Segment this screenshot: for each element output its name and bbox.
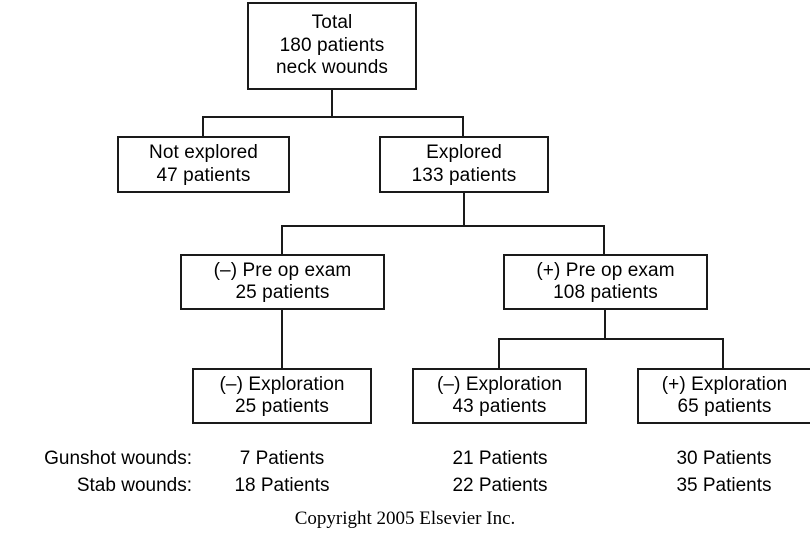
connector-level3-bar — [498, 338, 724, 340]
node-neg-expl-25-line1: (–) Exploration — [219, 373, 345, 395]
node-neg-expl-43-line2: 43 patients — [452, 396, 547, 417]
node-pos-preop-line1: (+) Pre op exam — [536, 259, 675, 281]
node-neg-preop-line1: (–) Pre op exam — [213, 259, 352, 281]
connector-neg-expl-43-drop — [498, 338, 500, 368]
node-not-explored-line1: Not explored — [149, 142, 258, 164]
cell-stab-pos-expl-65: 35 Patients — [676, 475, 772, 496]
connector-total-stem — [331, 90, 333, 117]
connector-level1-bar — [202, 116, 464, 118]
node-neg-preop-exam: (–) Pre op exam 25 patients — [180, 254, 385, 310]
table-row-gunshot: Gunshot wounds: 7 Patients 21 Patients 3… — [0, 448, 810, 475]
node-neg-exploration-25: (–) Exploration 25 patients — [192, 368, 372, 424]
node-not-explored: Not explored 47 patients — [117, 136, 290, 193]
cell-gunshot-neg-expl-25: 7 Patients — [239, 448, 325, 469]
node-neg-preop-line2: 25 patients — [235, 282, 330, 303]
node-neg-expl-25-line2: 25 patients — [234, 396, 330, 417]
row-label-stab: Stab wounds: — [76, 475, 192, 496]
cell-stab-neg-expl-25: 18 Patients — [234, 475, 330, 496]
node-pos-preop-line2: 108 patients — [553, 282, 658, 303]
copyright-notice: Copyright 2005 Elsevier Inc. — [294, 508, 516, 529]
cell-stab-neg-expl-43: 22 Patients — [452, 475, 548, 496]
node-neg-expl-43-line1: (–) Exploration — [436, 373, 563, 395]
node-pos-expl-65-line1: (+) Exploration — [661, 373, 788, 395]
node-total: Total 180 patients neck wounds — [247, 2, 417, 90]
connector-explored-stem — [463, 193, 465, 226]
node-total-line2: 180 patients — [279, 34, 385, 56]
node-not-explored-line2: 47 patients — [156, 164, 251, 186]
connector-not-explored-drop — [202, 116, 204, 137]
row-label-gunshot: Gunshot wounds: — [44, 448, 192, 469]
node-explored: Explored 133 patients — [379, 136, 549, 193]
summary-table: Gunshot wounds: 7 Patients 21 Patients 3… — [0, 448, 810, 502]
node-pos-expl-65-line2: 65 patients — [677, 396, 772, 417]
node-explored-line1: Explored — [426, 142, 502, 164]
node-total-line1: Total — [311, 12, 353, 34]
connector-pos-preop-stem — [604, 310, 606, 339]
connector-neg-preop-drop — [281, 225, 283, 254]
cell-gunshot-neg-expl-43: 21 Patients — [452, 448, 548, 469]
connector-pos-preop-drop — [603, 225, 605, 254]
cell-gunshot-pos-expl-65: 30 Patients — [676, 448, 772, 469]
node-pos-exploration-65: (+) Exploration 65 patients — [637, 368, 810, 424]
connector-level2-bar — [281, 225, 605, 227]
node-neg-exploration-43: (–) Exploration 43 patients — [412, 368, 587, 424]
node-total-line3: neck wounds — [275, 57, 388, 79]
node-pos-preop-exam: (+) Pre op exam 108 patients — [503, 254, 708, 310]
table-row-stab: Stab wounds: 18 Patients 22 Patients 35 … — [0, 475, 810, 502]
node-explored-line2: 133 patients — [411, 164, 517, 186]
connector-neg-preop-to-neg-expl — [281, 310, 283, 368]
connector-pos-expl-65-drop — [722, 338, 724, 368]
connector-explored-drop — [462, 116, 464, 137]
